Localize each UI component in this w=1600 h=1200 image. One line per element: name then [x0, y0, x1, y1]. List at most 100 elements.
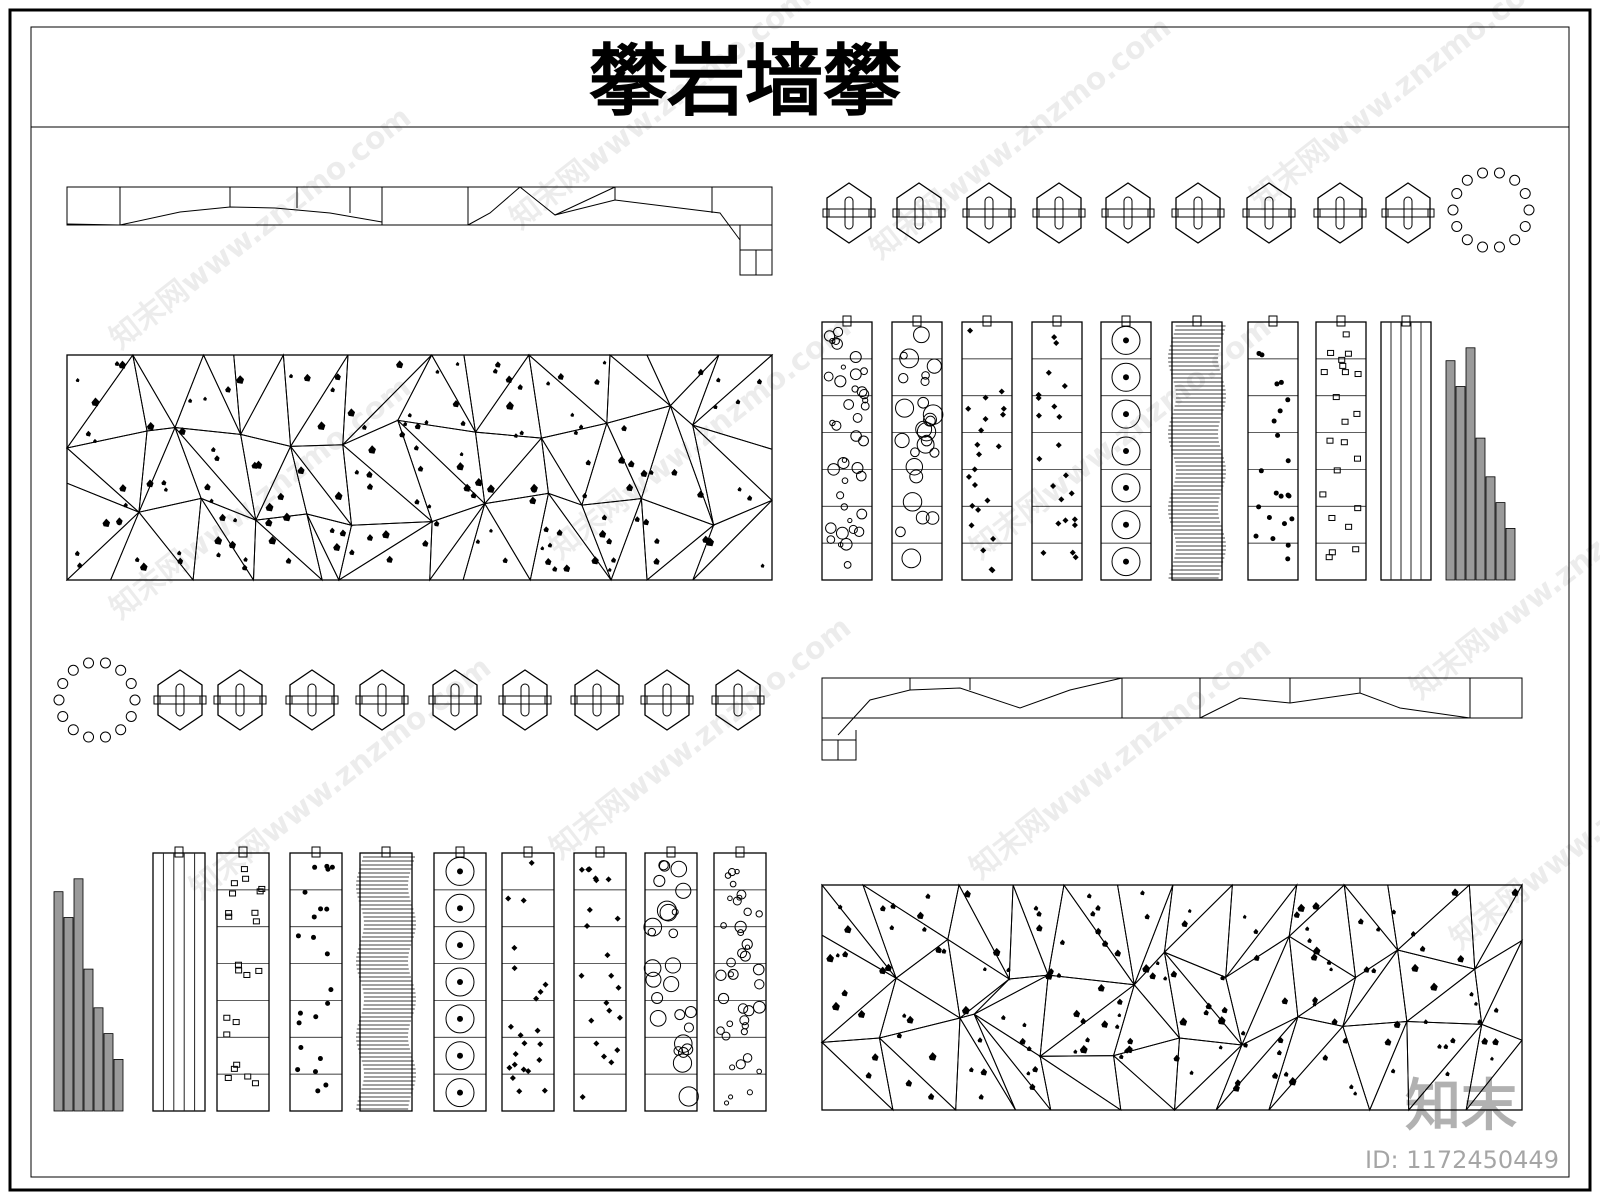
mount-bar [1313, 208, 1367, 218]
bubble-hold [737, 1003, 749, 1014]
disc-center [457, 1052, 463, 1059]
hexagon-outline [1385, 182, 1431, 244]
bubble-hold [746, 1089, 753, 1096]
climbing-hold-icon [598, 529, 607, 538]
disc-hold [1111, 436, 1141, 466]
square-hold [233, 1061, 241, 1068]
bubble-hold [858, 388, 870, 400]
bubble-hold [862, 397, 869, 404]
climbing-panel [1100, 315, 1152, 581]
climbing-hold-icon [649, 469, 654, 475]
bolt-slot [592, 683, 602, 717]
climbing-hold-icon [93, 438, 97, 444]
climbing-hold-icon [517, 384, 523, 390]
climbing-hold-icon [1305, 926, 1310, 931]
climbing-hold-icon [1073, 1049, 1078, 1054]
wall-facet [1215, 1016, 1299, 1111]
climbing-hold-icon [1474, 1001, 1478, 1006]
dot-hold [318, 906, 324, 912]
disc-hold [1111, 510, 1141, 540]
dot-hold [1256, 504, 1262, 510]
climbing-hold-icon [1384, 1038, 1392, 1046]
climbing-hold-icon [999, 411, 1006, 418]
climbing-hold-icon [634, 516, 640, 522]
panel-hook [912, 315, 922, 327]
panel-hook [311, 846, 321, 858]
climbing-panel [152, 846, 206, 1112]
climbing-hold-icon [1170, 970, 1178, 978]
square-hold [1340, 439, 1348, 446]
climbing-hold-icon [961, 1005, 970, 1015]
hexagon-outline [502, 669, 548, 731]
climbing-hold-icon [967, 327, 974, 334]
panel-outline [961, 321, 1013, 581]
wall-facet [138, 426, 202, 513]
climbing-hold-icon [573, 430, 578, 435]
climbing-hold-icon [330, 387, 335, 393]
bubble-hold [916, 435, 935, 454]
dot-hold [311, 934, 317, 940]
bubble-hold [837, 456, 850, 470]
climbing-hold-icon [513, 433, 518, 438]
bubble-hold [856, 508, 868, 520]
wall-plan-top-left [66, 186, 773, 276]
wall-facet [132, 354, 176, 432]
dot-hold [323, 1082, 329, 1088]
mount-bar [355, 695, 409, 705]
dot-hold [1275, 432, 1281, 438]
bubble-hold [743, 1005, 755, 1017]
mount-bar [570, 695, 624, 705]
climbing-hold-icon [203, 396, 207, 401]
bubble-hold [836, 491, 845, 500]
square-hold [1354, 505, 1362, 512]
climbing-hold-icon [1055, 520, 1062, 527]
climbing-hold-icon [1032, 1065, 1039, 1073]
climbing-hold-icon [119, 484, 127, 492]
bubble-hold [853, 526, 865, 537]
climbing-hold-icon [505, 375, 513, 384]
hexagon-hold-icon [822, 182, 876, 244]
bubble-hold [734, 920, 747, 934]
climbing-hold-icon [303, 373, 311, 382]
climbing-hold-icon [1220, 975, 1226, 981]
climbing-hold-icon [1071, 516, 1078, 523]
bolt-slot [450, 683, 460, 717]
bubble-hold [723, 1100, 730, 1106]
ring-circle [83, 657, 95, 669]
wall-facet [342, 443, 434, 526]
square-hold [1352, 546, 1360, 553]
climbing-hold-icon [347, 408, 356, 417]
climbing-hold-icon [968, 522, 975, 529]
hexagon-outline [1317, 182, 1363, 244]
climbing-hold-icon [606, 1007, 613, 1014]
climbing-hold-icon [546, 381, 551, 386]
bubble-hold [674, 1009, 686, 1021]
hexagon-outline [1036, 182, 1082, 244]
bubble-hold [849, 368, 862, 381]
dot-hold [1253, 533, 1259, 539]
climbing-hold-icon [607, 567, 612, 572]
wall-facet [821, 934, 897, 1044]
climbing-hold-icon [1079, 1044, 1088, 1054]
disc-hold [445, 893, 475, 923]
disc-center [457, 979, 463, 985]
climbing-hold-icon [975, 506, 982, 513]
climbing-hold-icon [982, 966, 987, 972]
bubble-hold [671, 908, 679, 916]
wall-facet [606, 353, 672, 424]
bubble-hold [849, 351, 862, 364]
disc-hold [445, 1041, 475, 1071]
bubble-hold [860, 401, 870, 411]
climbing-hold-icon [452, 400, 460, 408]
climbing-hold-icon [540, 546, 545, 551]
square-hold [235, 967, 243, 974]
climbing-hold-icon [146, 479, 154, 488]
mount-bar [711, 695, 765, 705]
hexagon-outline [644, 669, 690, 731]
dot-hold [295, 933, 301, 939]
climbing-hold-icon [435, 369, 440, 374]
ring-circle [125, 710, 137, 722]
panel-hook [1192, 315, 1202, 327]
climbing-hold-icon [1391, 909, 1397, 915]
climbing-hold-icon [1457, 955, 1465, 963]
